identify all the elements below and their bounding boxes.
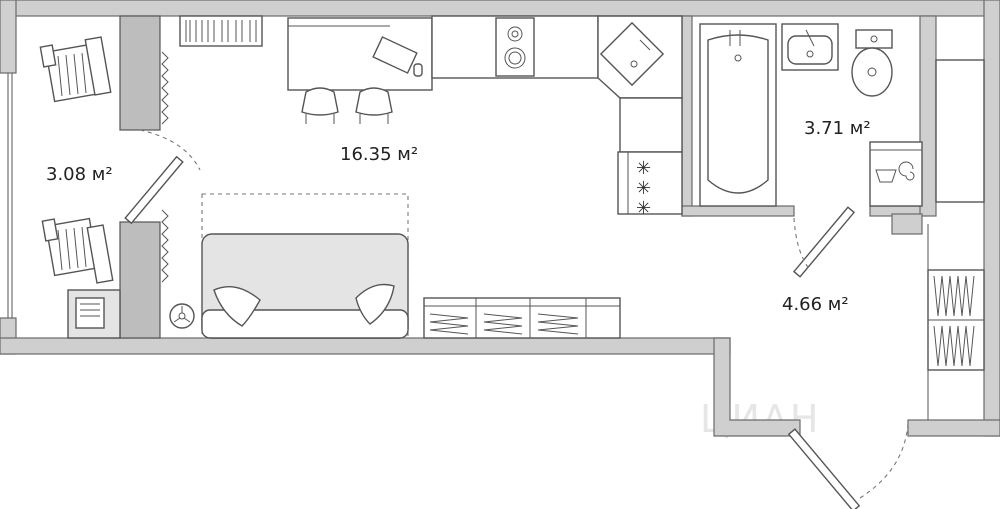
- pillow-left: [213, 286, 261, 327]
- armchair-bottom: [41, 217, 114, 284]
- laptop-icon: [372, 36, 418, 74]
- area-label-bathroom: 3.71 м²: [804, 118, 871, 139]
- bathroom-door: [792, 206, 856, 278]
- toilet: [851, 29, 893, 97]
- bookshelf: [179, 15, 263, 47]
- side-table: [67, 289, 121, 339]
- entrance-door: [787, 423, 909, 509]
- burner-icon: ✳: [636, 178, 651, 199]
- bathroom: 3.71 м²: [699, 23, 923, 278]
- area-label-balcony: 3.08 м²: [46, 164, 113, 185]
- washbasin: [781, 23, 839, 71]
- floor-fan-icon: [169, 303, 195, 329]
- hallway: 4.66 м²: [782, 294, 909, 509]
- area-label-living: 16.35 м²: [340, 144, 418, 165]
- cooktop: [495, 17, 535, 77]
- living-room: 16.35 м²: [169, 15, 433, 339]
- walls: [0, 0, 1000, 437]
- kitchen: ✳ ✳ ✳: [423, 15, 683, 339]
- washing-machine: [869, 141, 923, 207]
- burner-icon: ✳: [636, 198, 651, 219]
- balcony: 3.08 м²: [39, 36, 121, 339]
- balcony-door: [124, 129, 201, 225]
- kitchen-sink: [597, 15, 683, 99]
- area-label-hallway: 4.66 м²: [782, 294, 849, 315]
- sofa: [201, 233, 409, 339]
- wardrobe: [927, 59, 985, 420]
- bathtub: [699, 23, 777, 207]
- curtains: [161, 51, 169, 283]
- stove: ✳ ✳ ✳: [617, 151, 683, 219]
- armchair-top: [39, 36, 112, 103]
- desk: [287, 17, 433, 124]
- bottom-cabinets: [423, 297, 621, 339]
- pillow-right: [355, 283, 395, 325]
- burner-icon: ✳: [636, 158, 651, 179]
